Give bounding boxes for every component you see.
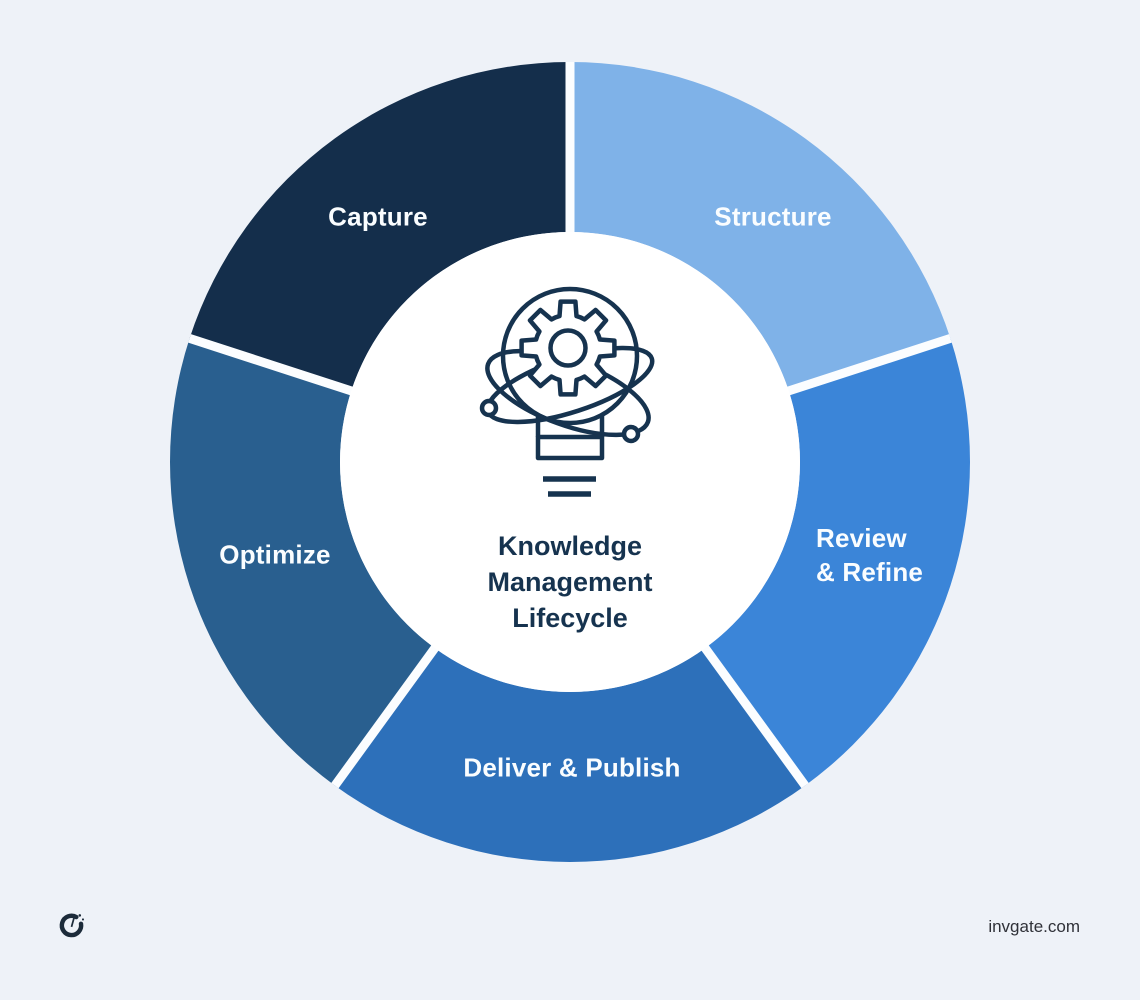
electron-right-icon <box>621 424 641 444</box>
website-url: invgate.com <box>988 917 1080 936</box>
segment-optimize <box>170 338 435 786</box>
logo-dot-2 <box>81 918 85 921</box>
donut-segments <box>170 62 970 862</box>
center-circle <box>340 232 800 692</box>
logo-needle <box>70 917 75 928</box>
center-title-line1: Knowledge <box>497 531 642 561</box>
segment-structure <box>570 62 951 391</box>
center-title-line3: Lifecycle <box>512 603 628 633</box>
segment-label-capture: Capture <box>328 201 428 232</box>
gear-icon <box>519 299 617 397</box>
bulb-neck <box>535 414 605 437</box>
segment-label-review-refine: Review & Refine <box>816 521 923 589</box>
logo-dot-1 <box>78 914 82 917</box>
gear-atom-lightbulb-icon <box>479 286 655 497</box>
segment-separator <box>777 334 952 399</box>
filament-lines-icon <box>543 476 596 497</box>
gear-hole <box>548 328 588 368</box>
segment-review-refine <box>705 338 970 786</box>
segment-separator <box>695 637 809 789</box>
donut-separators <box>188 62 952 789</box>
segment-capture <box>189 62 570 391</box>
segment-label-optimize: Optimize <box>219 539 331 570</box>
logo-arc <box>59 913 84 938</box>
bulb-base <box>535 434 605 461</box>
center-title: Knowledge Management Lifecycle <box>400 528 740 636</box>
segment-deliver-publish <box>334 648 806 862</box>
center-title-line2: Management <box>487 567 653 597</box>
segment-label-review-line1: Review <box>816 523 907 553</box>
electron-left-icon <box>479 398 499 418</box>
segment-separator <box>188 334 363 399</box>
invgate-logo-icon <box>59 913 85 938</box>
lifecycle-donut <box>170 62 970 862</box>
segment-label-deliver-publish: Deliver & Publish <box>463 752 681 783</box>
segment-label-review-line2: & Refine <box>816 557 924 587</box>
bulb-head <box>500 286 640 426</box>
segment-label-structure: Structure <box>714 201 832 232</box>
segment-separator <box>331 637 445 789</box>
